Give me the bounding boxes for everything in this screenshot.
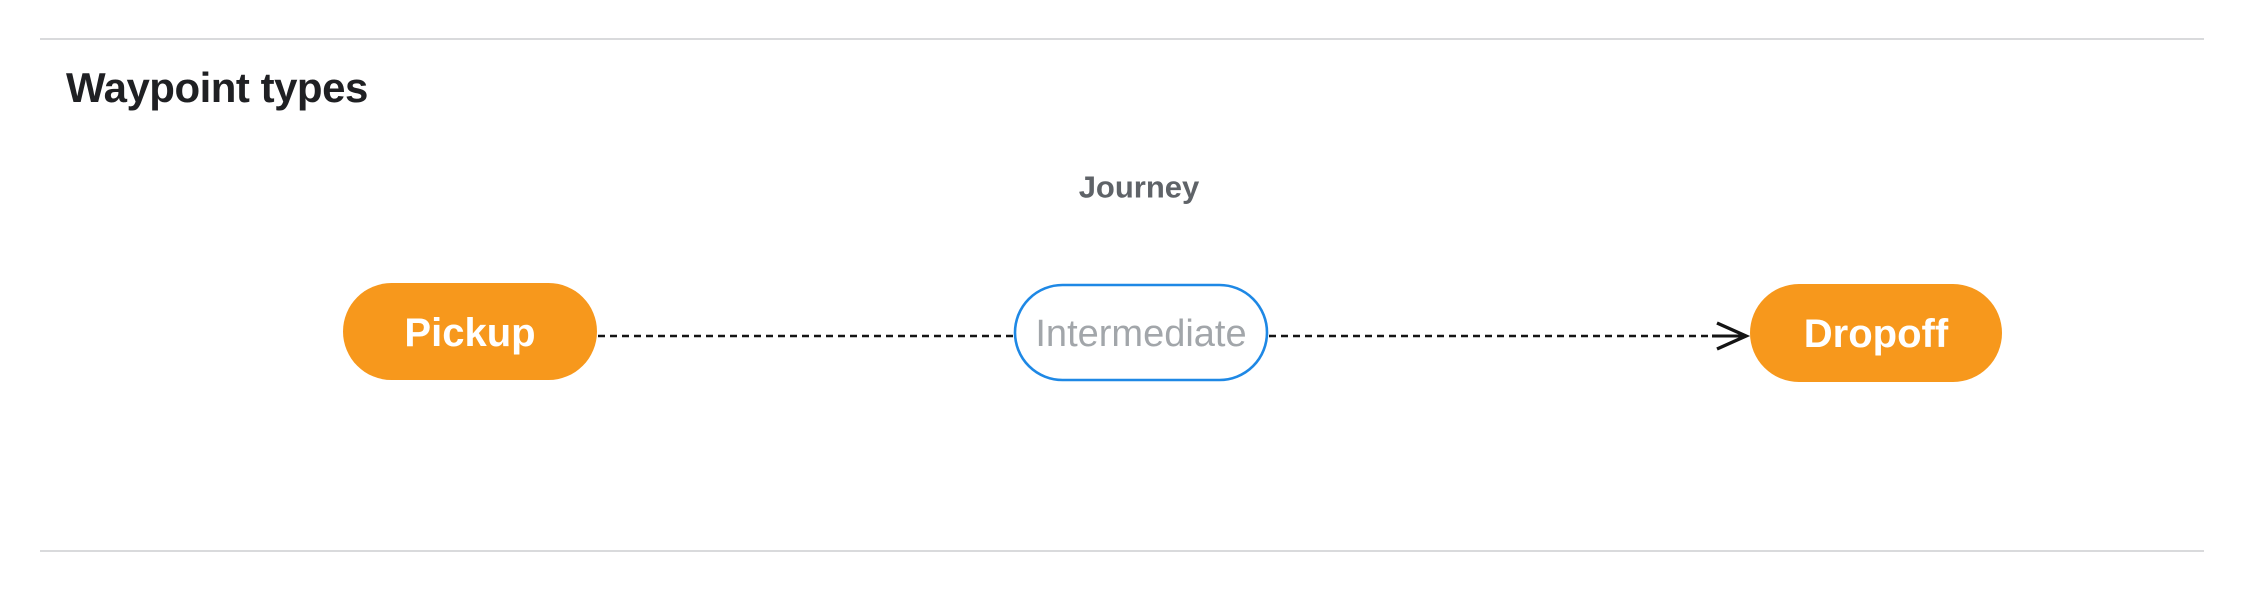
- dropoff-node-shape: [1750, 284, 2002, 382]
- arrowhead-icon: [1716, 321, 1751, 351]
- pickup-node-label: Pickup: [404, 311, 535, 355]
- dropoff-node: Dropoff: [1750, 284, 2002, 382]
- intermediate-node: Intermediate: [1013, 283, 1269, 382]
- connector-intermediate-to-dropoff: [1269, 321, 1751, 351]
- pickup-node: Pickup: [343, 283, 597, 380]
- intermediate-node-shape: [1013, 283, 1269, 382]
- top-divider: [40, 38, 2204, 40]
- page-title: Waypoint types: [66, 64, 368, 111]
- pickup-node-shape: [343, 283, 597, 380]
- journey-label: Journey: [1079, 170, 1200, 205]
- bottom-divider: [40, 550, 2204, 552]
- intermediate-node-label: Intermediate: [1035, 313, 1246, 355]
- dropoff-node-label: Dropoff: [1804, 312, 1949, 356]
